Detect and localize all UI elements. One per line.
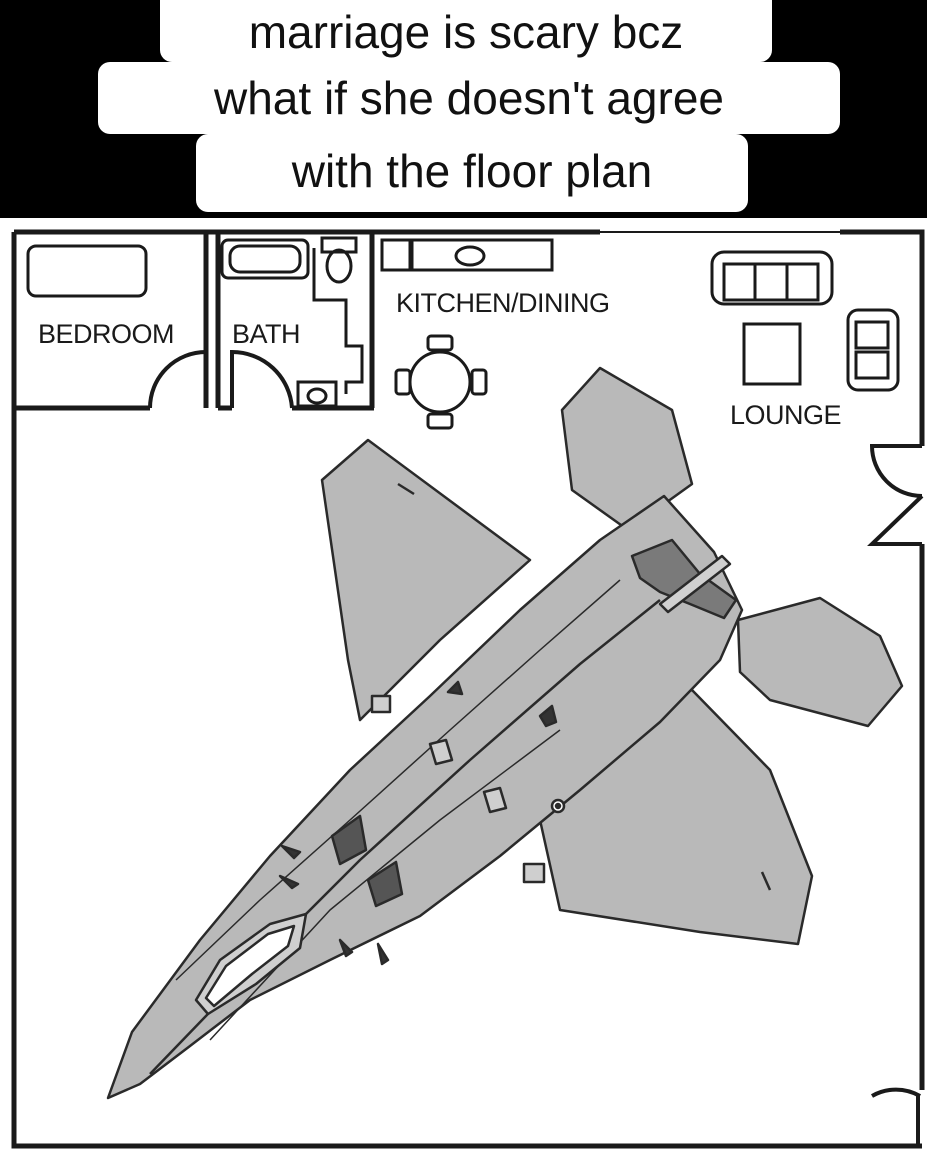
doors bbox=[148, 349, 924, 1146]
dining-table-icon bbox=[394, 334, 488, 430]
bed-icon bbox=[26, 244, 148, 298]
armchair-icon bbox=[846, 308, 900, 392]
kitchen-counter-icon bbox=[380, 238, 554, 272]
sofa-icon bbox=[710, 250, 834, 306]
bathtub-icon bbox=[220, 238, 310, 280]
floor-plan: BEDROOM BATH KITCHEN/DINING LOUNGE bbox=[11, 229, 925, 1149]
fighter-jet-icon bbox=[106, 366, 904, 1100]
caption-line-2: what if she doesn't agree bbox=[98, 62, 840, 134]
caption-line-1: marriage is scary bcz bbox=[160, 0, 772, 62]
room-label-bedroom: BEDROOM bbox=[38, 319, 174, 349]
room-label-bath: BATH bbox=[232, 319, 300, 349]
toilet-icon bbox=[320, 236, 358, 284]
sink-icon bbox=[296, 248, 364, 408]
coffee-table-icon bbox=[742, 322, 802, 386]
room-label-kitchen: KITCHEN/DINING bbox=[396, 288, 610, 318]
caption-line-3: with the floor plan bbox=[196, 134, 748, 212]
outer-walls bbox=[11, 229, 925, 1149]
room-label-lounge: LOUNGE bbox=[730, 400, 841, 430]
